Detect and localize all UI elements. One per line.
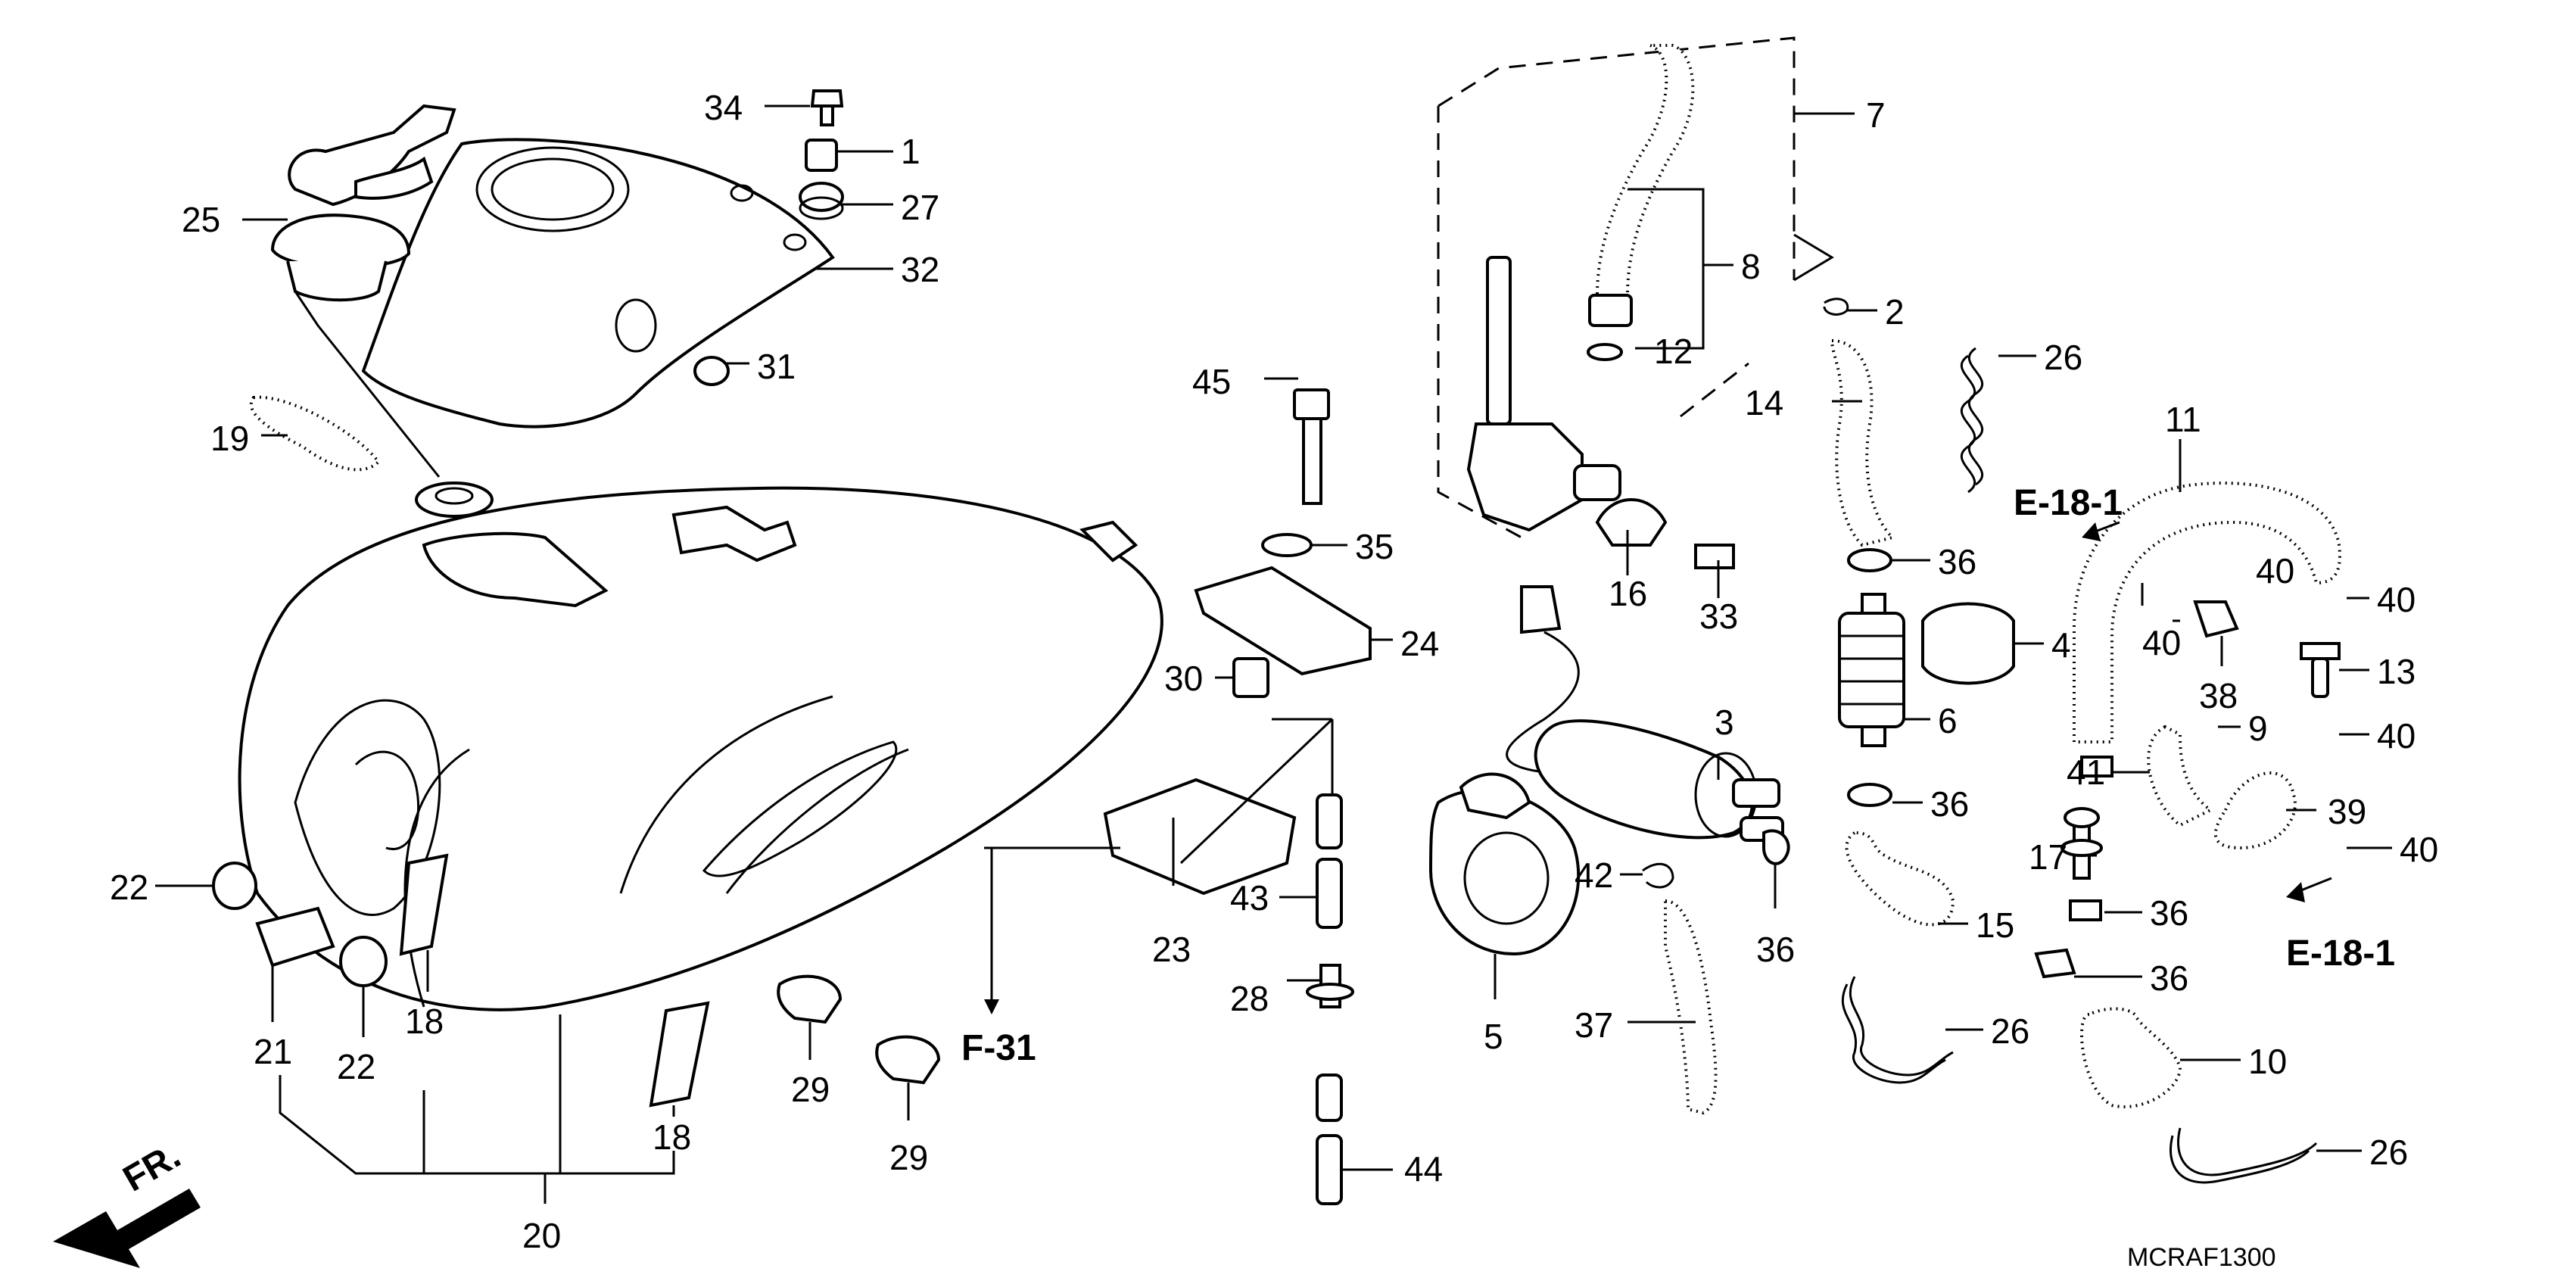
callout-40e: 40 bbox=[2400, 830, 2438, 869]
callout-36c: 36 bbox=[1930, 784, 1969, 824]
callout-26a: 26 bbox=[2044, 338, 2082, 377]
ref-e18-bottom: E-18-1 bbox=[2286, 933, 2395, 974]
callout-26b: 26 bbox=[1991, 1011, 2029, 1051]
callout-9: 9 bbox=[2248, 709, 2268, 748]
breather-hoses bbox=[2034, 481, 2341, 1108]
callout-29b: 29 bbox=[889, 1138, 928, 1177]
callout-38: 38 bbox=[2199, 676, 2238, 715]
callout-18a: 18 bbox=[405, 1002, 444, 1041]
callout-16: 16 bbox=[1609, 574, 1647, 613]
small-parts-left bbox=[212, 853, 710, 1108]
diagram-code: MCRAF1300 bbox=[2127, 1243, 2276, 1272]
callout-42: 42 bbox=[1575, 855, 1613, 895]
fuel-filter-line bbox=[1793, 233, 2015, 927]
callout-19: 19 bbox=[210, 419, 249, 458]
ref-e18-top: E-18-1 bbox=[2014, 483, 2123, 523]
callout-30: 30 bbox=[1164, 659, 1203, 698]
callout-31: 31 bbox=[757, 347, 796, 386]
callout-36d: 36 bbox=[2150, 893, 2188, 933]
callout-27: 27 bbox=[901, 188, 939, 227]
callout-4: 4 bbox=[2051, 625, 2071, 665]
callout-40d: 40 bbox=[2377, 716, 2416, 756]
callout-28: 28 bbox=[1230, 979, 1269, 1018]
callout-5: 5 bbox=[1484, 1017, 1503, 1056]
callout-24: 24 bbox=[1400, 624, 1439, 663]
cushion-23 bbox=[1103, 777, 1297, 896]
callout-40a: 40 bbox=[2256, 551, 2294, 591]
callout-8: 8 bbox=[1741, 247, 1761, 286]
springs-26 bbox=[1841, 347, 2318, 1184]
pad-19 bbox=[249, 395, 381, 472]
mount-hardware bbox=[1194, 388, 1372, 698]
fuel-pump bbox=[1428, 585, 1784, 956]
callout-41: 41 bbox=[2067, 753, 2105, 792]
dampers-29 bbox=[777, 974, 941, 1085]
callout-40c: 40 bbox=[2377, 580, 2416, 619]
callout-6: 6 bbox=[1938, 701, 1958, 740]
callout-15: 15 bbox=[1976, 905, 2014, 945]
callout-2: 2 bbox=[1885, 292, 1905, 332]
callout-44: 44 bbox=[1404, 1149, 1443, 1189]
callout-18b: 18 bbox=[653, 1117, 691, 1157]
front-arrow-icon bbox=[53, 1189, 201, 1268]
callout-14: 14 bbox=[1745, 383, 1783, 422]
callout-12: 12 bbox=[1654, 332, 1693, 371]
callout-10: 10 bbox=[2248, 1042, 2287, 1081]
small-hardware-top bbox=[693, 89, 844, 386]
callout-1: 1 bbox=[901, 132, 920, 171]
front-label: FR. bbox=[117, 1136, 187, 1200]
callout-26c: 26 bbox=[2369, 1133, 2408, 1172]
callout-21: 21 bbox=[254, 1032, 292, 1071]
callout-32: 32 bbox=[901, 250, 939, 289]
callout-36b: 36 bbox=[1938, 542, 1976, 581]
callout-22a: 22 bbox=[110, 868, 148, 907]
callout-34: 34 bbox=[704, 88, 743, 127]
callout-37: 37 bbox=[1575, 1005, 1613, 1045]
callout-22b: 22 bbox=[337, 1047, 375, 1086]
callout-23: 23 bbox=[1152, 930, 1191, 969]
callout-43: 43 bbox=[1230, 878, 1269, 918]
callout-36a: 36 bbox=[1756, 930, 1795, 969]
tank-cover bbox=[361, 138, 835, 428]
callout-45: 45 bbox=[1192, 362, 1231, 401]
clip-42-hose-37 bbox=[1642, 829, 1790, 1115]
callout-11: 11 bbox=[2165, 400, 2201, 439]
callout-35: 35 bbox=[1355, 527, 1394, 566]
callout-17: 17 bbox=[2029, 837, 2067, 877]
callout-36e: 36 bbox=[2150, 958, 2188, 998]
callout-20: 20 bbox=[522, 1216, 561, 1255]
ref-f31: F-31 bbox=[961, 1028, 1036, 1068]
callout-3: 3 bbox=[1715, 703, 1734, 742]
callout-25: 25 bbox=[182, 200, 220, 239]
callout-13: 13 bbox=[2377, 652, 2416, 691]
callout-33: 33 bbox=[1699, 597, 1738, 636]
callout-29a: 29 bbox=[791, 1070, 830, 1109]
tubes-43-44 bbox=[1306, 793, 1354, 1205]
callout-39: 39 bbox=[2328, 792, 2366, 831]
callout-7: 7 bbox=[1866, 95, 1886, 135]
fuel-cap-with-keys bbox=[270, 104, 456, 302]
fuel-tank bbox=[238, 481, 1163, 1011]
callout-40b: 40 bbox=[2142, 623, 2181, 662]
fuel-valve-assembly bbox=[1437, 36, 1796, 539]
clamp-16-bolt-33 bbox=[1595, 498, 1735, 569]
reference-arrows bbox=[984, 521, 2332, 1014]
callout-numbers: 34 1 27 32 31 25 19 45 35 24 30 23 43 28… bbox=[110, 88, 2438, 1255]
